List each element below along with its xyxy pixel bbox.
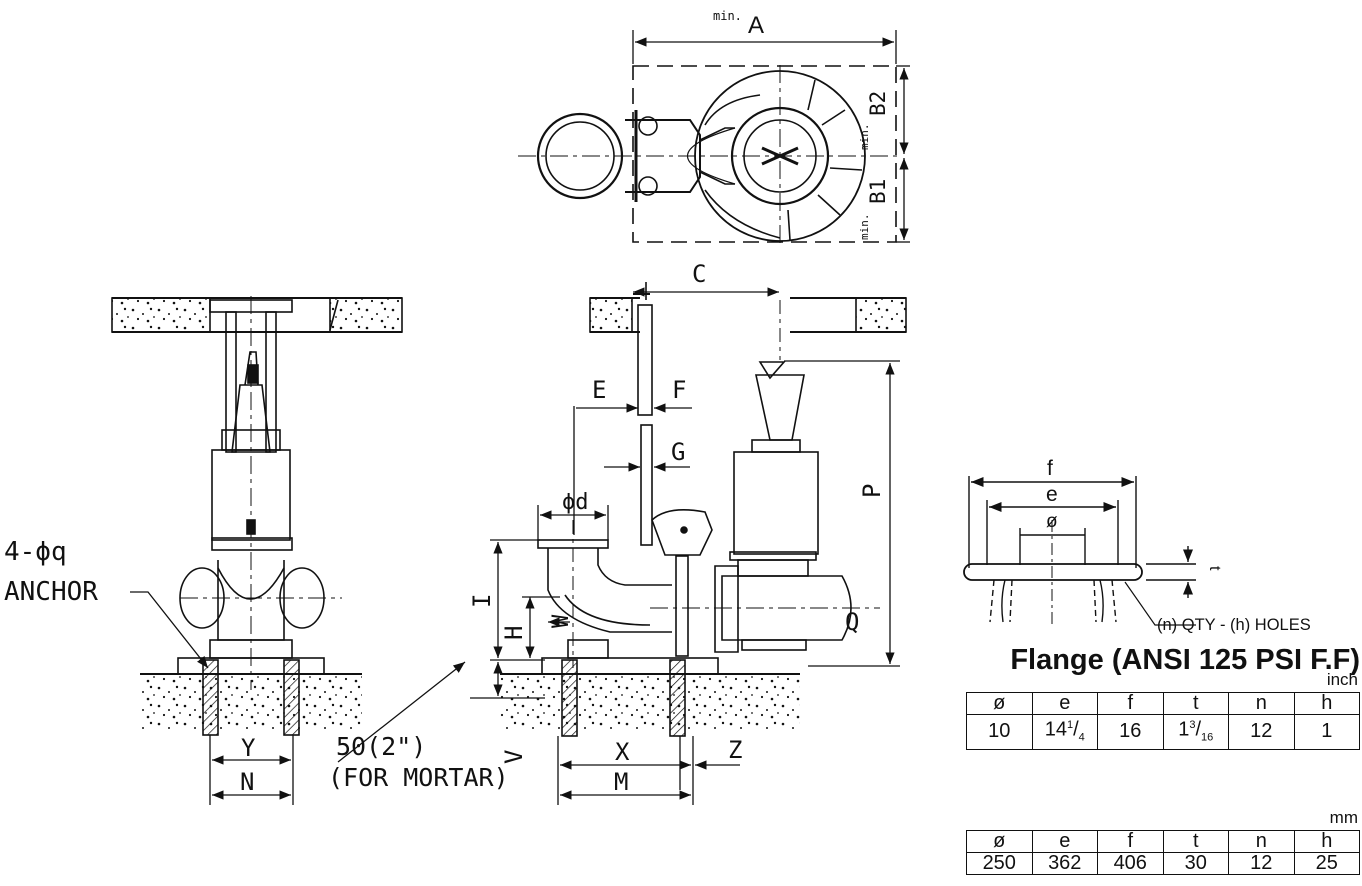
min-label-A: min. xyxy=(713,9,742,23)
mortar-leader xyxy=(337,661,466,763)
dim-label-C: C xyxy=(692,260,706,288)
anchor-label: 4-ϕq xyxy=(4,537,67,567)
header-e: e xyxy=(1031,830,1098,853)
cell-f: 406 xyxy=(1097,852,1164,875)
dim-label-G: G xyxy=(671,438,685,466)
flange-label-t: t xyxy=(1206,566,1223,571)
flange-label-e: e xyxy=(1046,483,1058,506)
cell-e: 141/4 xyxy=(1031,714,1098,750)
cell-phi: 250 xyxy=(966,852,1033,875)
cell-e: 362 xyxy=(1031,852,1098,875)
header-n: n xyxy=(1228,692,1295,715)
dim-label-P: P xyxy=(858,484,886,498)
dim-B xyxy=(896,65,910,243)
dim-label-X: X xyxy=(615,738,630,766)
mm-unit-label: mm xyxy=(1329,808,1358,827)
dim-label-V: V xyxy=(500,750,528,764)
min-label-B1: min. xyxy=(858,214,871,241)
flange-title: Flange (ANSI 125 PSI F.F) xyxy=(1010,644,1360,676)
dim-label-M: M xyxy=(614,768,628,796)
header-phi: ø xyxy=(966,692,1033,715)
flange-holes-note: (n) QTY - (h) HOLES xyxy=(1157,616,1311,634)
table-header-row: ø e f t n h xyxy=(966,830,1360,853)
flange-detail xyxy=(963,476,1196,626)
table-header-row: ø e f t n h xyxy=(966,692,1360,715)
cell-n: 12 xyxy=(1228,714,1295,750)
flange-table-inch: ø e f t n h 10 141/4 16 13/16 12 1 xyxy=(966,692,1360,750)
flange-table-mm: ø e f t n h 250 362 406 30 12 25 xyxy=(966,830,1360,875)
header-h: h xyxy=(1293,830,1360,853)
header-phi: ø xyxy=(966,830,1033,853)
header-n: n xyxy=(1228,830,1295,853)
header-f: f xyxy=(1097,830,1164,853)
header-e: e xyxy=(1031,692,1098,715)
dim-label-B1: B1 xyxy=(866,179,890,204)
cell-h: 1 xyxy=(1293,714,1360,750)
dim-label-B2: B2 xyxy=(866,91,890,116)
cell-t: 13/16 xyxy=(1162,714,1229,750)
dim-P xyxy=(784,360,900,667)
left-elevation-view xyxy=(111,296,403,736)
anchor-label-2: ANCHOR xyxy=(4,577,98,607)
cell-n: 12 xyxy=(1228,852,1295,875)
header-f: f xyxy=(1097,692,1164,715)
dim-label-Y: Y xyxy=(241,734,256,762)
dim-label-Z: Z xyxy=(728,736,742,764)
mortar-label: 50(2") xyxy=(336,732,426,761)
table-row: 10 141/4 16 13/16 12 1 xyxy=(966,714,1360,750)
dim-I-H-V xyxy=(470,539,560,699)
cell-t: 30 xyxy=(1162,852,1229,875)
dim-label-d: ϕd xyxy=(562,490,589,515)
dim-label-W: W xyxy=(549,614,574,628)
dim-label-N: N xyxy=(240,768,254,796)
dim-label-I: I xyxy=(468,594,496,608)
header-t: t xyxy=(1162,830,1229,853)
cell-f: 16 xyxy=(1097,714,1164,750)
dim-label-F: F xyxy=(672,376,686,404)
dim-d xyxy=(537,505,609,540)
inch-unit-label: inch xyxy=(1326,670,1358,689)
right-elevation-view xyxy=(500,282,907,737)
header-t: t xyxy=(1162,692,1229,715)
dim-X-M-Z xyxy=(557,736,740,805)
header-h: h xyxy=(1293,692,1360,715)
dim-label-A: A xyxy=(748,12,764,39)
table-row: 250 362 406 30 12 25 xyxy=(966,852,1360,875)
dim-A xyxy=(632,30,897,64)
flange-label-f: f xyxy=(1047,457,1053,480)
dim-label-E: E xyxy=(592,376,606,404)
flange-label-phi: ø xyxy=(1046,511,1058,532)
dim-Y-N xyxy=(209,735,294,805)
min-label-B2: min. xyxy=(858,124,871,151)
dim-label-Q: Q xyxy=(845,608,859,636)
top-plan-view xyxy=(518,65,900,245)
anchor-leader xyxy=(130,591,209,669)
mortar-label-2: (FOR MORTAR) xyxy=(328,763,509,792)
cell-h: 25 xyxy=(1293,852,1360,875)
dim-label-H: H xyxy=(500,626,528,640)
cell-phi: 10 xyxy=(966,714,1033,750)
